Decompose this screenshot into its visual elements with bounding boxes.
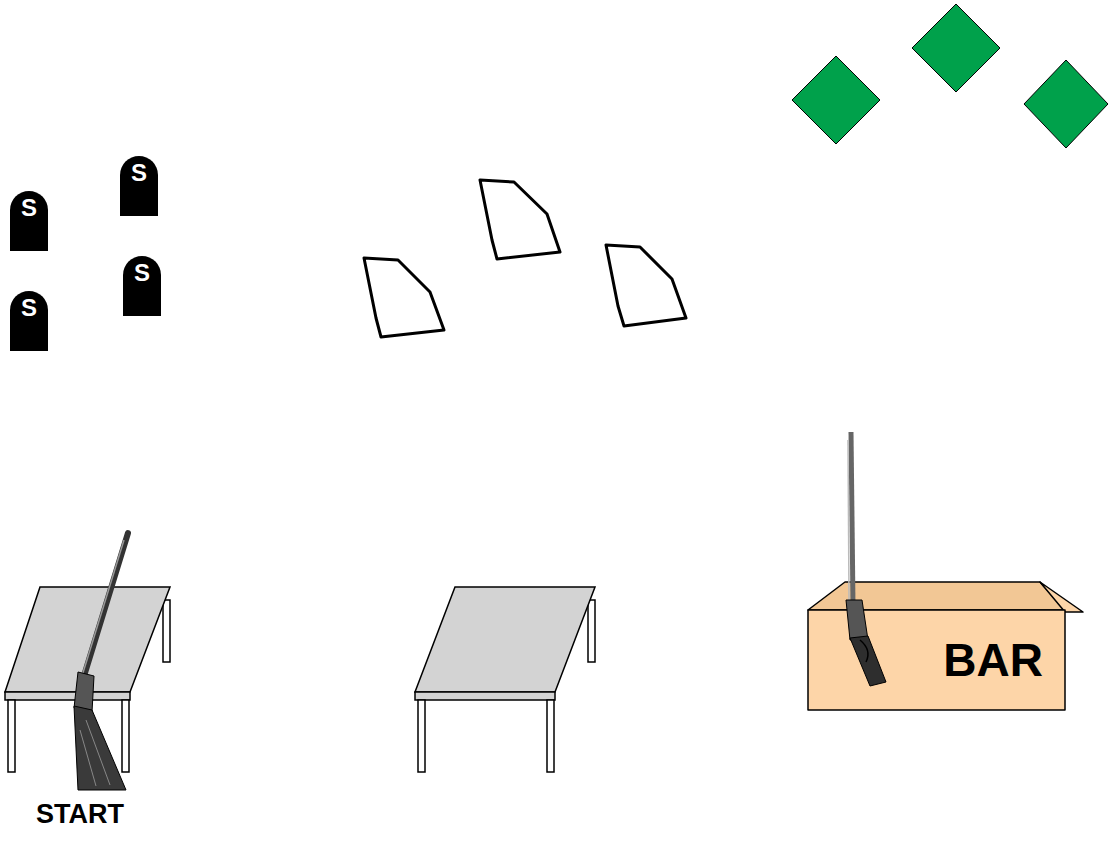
outline-target bbox=[480, 180, 560, 259]
outline-target bbox=[364, 258, 444, 337]
target-body bbox=[120, 156, 158, 216]
table-leg bbox=[163, 600, 170, 662]
steel-target: S bbox=[120, 156, 158, 216]
table-leg bbox=[122, 700, 129, 772]
target-letter: S bbox=[134, 260, 150, 286]
start-table: START bbox=[0, 585, 160, 830]
table-leg bbox=[588, 600, 595, 662]
steel-target: S bbox=[10, 191, 48, 251]
box-label: BAR bbox=[943, 635, 1043, 686]
box-flap bbox=[1040, 582, 1083, 612]
target-body bbox=[123, 256, 161, 316]
table-leg bbox=[547, 700, 554, 772]
start-label: START bbox=[36, 800, 124, 830]
box-front bbox=[808, 610, 1065, 710]
target-letter: S bbox=[21, 195, 37, 221]
outline-targets bbox=[364, 180, 686, 337]
center-table bbox=[415, 587, 595, 772]
diamond-target bbox=[1024, 60, 1108, 148]
steel-target: S bbox=[123, 256, 161, 316]
diamond-target bbox=[912, 4, 1000, 92]
bar-box bbox=[808, 582, 1083, 710]
target-body bbox=[10, 291, 48, 351]
target-letter: S bbox=[21, 295, 37, 321]
outline-target bbox=[606, 245, 686, 326]
table-top bbox=[415, 587, 595, 692]
diamond-target bbox=[792, 56, 880, 144]
steel-target: S bbox=[10, 291, 48, 351]
ammo-box: BAR bbox=[808, 610, 1065, 710]
shotgun bbox=[74, 533, 128, 790]
target-letter: S bbox=[131, 160, 147, 186]
target-body bbox=[10, 191, 48, 251]
table-edge bbox=[415, 692, 555, 700]
table-leg bbox=[418, 700, 425, 772]
table-leg bbox=[8, 700, 15, 772]
diamond-targets bbox=[792, 4, 1108, 148]
table-edge bbox=[5, 692, 130, 700]
rifle bbox=[846, 432, 886, 686]
